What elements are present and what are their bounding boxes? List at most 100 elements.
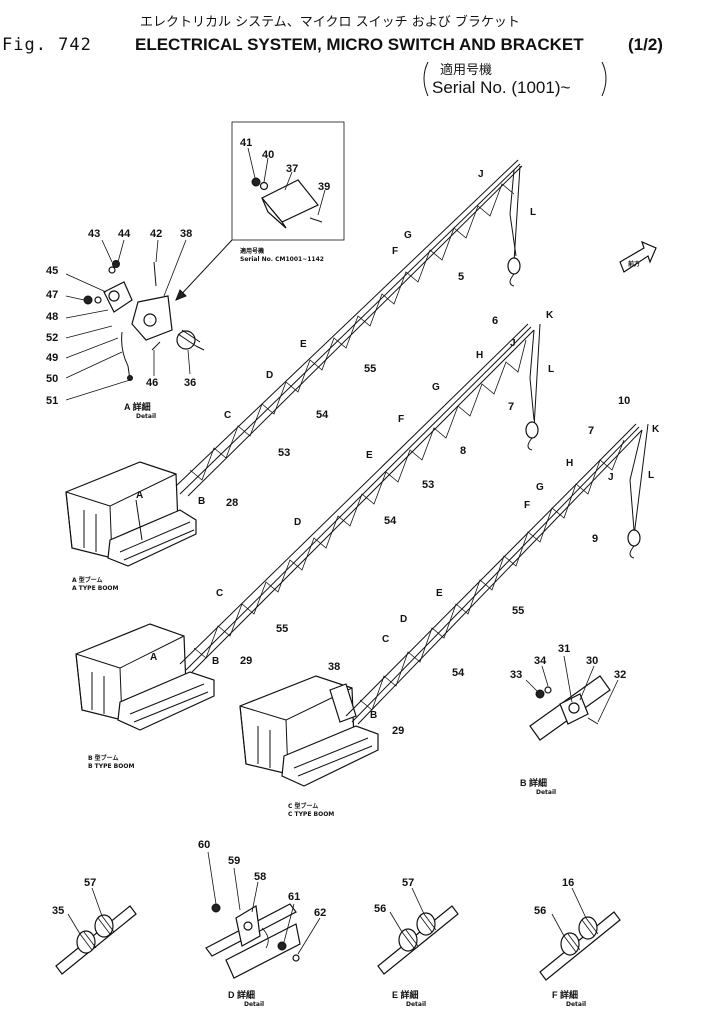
boom-b-letter-L: L	[548, 364, 554, 375]
front-direction-arrow: 前方	[619, 240, 657, 273]
boom-a-letter-G: G	[404, 230, 412, 241]
boom-c-letter-C: C	[382, 634, 389, 645]
boom-b-letter-B: B	[212, 656, 219, 667]
part-48: 48	[46, 311, 58, 323]
detail-e-label-en: Detail	[406, 1001, 426, 1008]
boom-c-letter-G: G	[536, 482, 544, 493]
inset-part-40: 40	[262, 149, 274, 161]
boom-a-part-53: 53	[278, 447, 290, 459]
boom-c-letter-K: K	[652, 424, 660, 435]
boom-b-part-29: 29	[240, 655, 252, 667]
crane-b	[75, 623, 215, 731]
inset-pointer-arrow	[175, 289, 187, 301]
boom-c-part-9: 9	[592, 533, 598, 545]
title-fraction: (1/2)	[628, 35, 663, 54]
boom-b-letter-E: E	[366, 450, 373, 461]
boom-b-caption-en: B TYPE BOOM	[88, 763, 134, 770]
detail-b-part-34: 34	[534, 655, 547, 667]
boom-c-letter-B: B	[370, 710, 377, 721]
figure-number: Fig. 742	[2, 35, 92, 55]
part-44: 44	[118, 228, 131, 240]
boom-a	[175, 159, 523, 497]
boom-c-letter-H: H	[566, 458, 573, 469]
boom-a-caption-jp: A 型ブーム	[72, 576, 103, 584]
detail-b-label: B 詳細	[520, 777, 547, 788]
boom-c-letter-D: D	[400, 614, 407, 625]
boom-c-caption-en: C TYPE BOOM	[288, 811, 334, 818]
boom-a-letter-J: J	[478, 169, 484, 180]
detail-d-part-62: 62	[314, 907, 326, 919]
boom-c-caption-jp: C 型ブーム	[288, 802, 318, 810]
part-46: 46	[146, 377, 158, 389]
boom-b-part-8: 8	[460, 445, 466, 457]
boom-a-letter-L: L	[530, 207, 536, 218]
boom-a-letter-B: B	[198, 496, 205, 507]
boom-b-part-7: 7	[508, 401, 514, 413]
boom-b-letter-J: J	[510, 338, 516, 349]
detail-left-part-35: 35	[52, 905, 64, 917]
boom-c-part-38: 38	[328, 661, 340, 673]
boom-c-part-29: 29	[392, 725, 404, 737]
part-52: 52	[46, 332, 58, 344]
boom-b	[179, 323, 541, 673]
boom-a-letter-C: C	[224, 410, 231, 421]
part-45: 45	[46, 265, 58, 277]
boom-a-part-55: 55	[364, 363, 376, 375]
detail-f-part-16: 16	[562, 877, 574, 889]
boom-b-caption-jp: B 型ブーム	[88, 754, 118, 762]
detail-f-label: F 詳細	[552, 989, 578, 1000]
inset-serial-box: 41 40 37 39 適用号機 Serial No. CM1001~1142	[231, 121, 345, 263]
boom-a-caption-en: A TYPE BOOM	[72, 585, 119, 592]
detail-d-part-60: 60	[198, 839, 210, 851]
detail-e-part-57: 57	[402, 877, 414, 889]
detail-b-part-33: 33	[510, 669, 522, 681]
boom-c-part-54: 54	[452, 667, 465, 679]
boom-a-letter-E: E	[300, 339, 307, 350]
boom-c-letter-L: L	[648, 470, 654, 481]
detail-d-part-61: 61	[288, 891, 300, 903]
part-43: 43	[88, 228, 100, 240]
boom-b-letter-A: A	[150, 652, 157, 663]
serial-right-paren	[601, 61, 607, 97]
serial-left-paren	[423, 61, 429, 97]
part-51: 51	[46, 395, 58, 407]
boom-a-part-5: 5	[458, 271, 464, 283]
boom-c-letter-E: E	[436, 588, 443, 599]
boom-b-letter-G: G	[432, 382, 440, 393]
boom-a-part-28: 28	[226, 497, 238, 509]
boom-a-letter-A: A	[136, 490, 143, 501]
detail-b-part-30: 30	[586, 655, 598, 667]
title-jp: エレクトリカル システム、マイクロ スイッチ および ブラケット	[140, 14, 520, 30]
part-38: 38	[180, 228, 192, 240]
boom-b-letter-H: H	[476, 350, 483, 361]
detail-left-part-57: 57	[84, 877, 96, 889]
inset-serial: Serial No. CM1001~1142	[240, 256, 324, 263]
detail-b-part-31: 31	[558, 643, 570, 655]
boom-a-letter-D: D	[266, 370, 273, 381]
boom-b-letter-D: D	[294, 517, 301, 528]
detail-left-assembly	[55, 887, 137, 975]
part-50: 50	[46, 373, 58, 385]
serial-number: Serial No. (1001)~	[432, 78, 571, 97]
detail-f-label-en: Detail	[566, 1001, 586, 1008]
crane-a	[65, 461, 197, 567]
detail-e-label: E 詳細	[392, 989, 419, 1000]
detail-d-assembly	[205, 851, 321, 979]
boom-b-part-55: 55	[276, 623, 288, 635]
boom-c	[345, 423, 649, 725]
inset-pointer-line	[175, 239, 233, 301]
detail-e-assembly	[377, 887, 459, 975]
detail-a-assembly	[65, 239, 205, 401]
detail-e-part-56: 56	[374, 903, 386, 915]
boom-a-letter-F: F	[392, 246, 398, 257]
part-42: 42	[150, 228, 162, 240]
detail-b-assembly	[525, 655, 619, 741]
inset-part-39: 39	[318, 181, 330, 193]
boom-b-part-54: 54	[384, 515, 397, 527]
inset-part-37: 37	[286, 163, 298, 175]
boom-c-letter-F: F	[524, 500, 530, 511]
boom-c-part-7: 7	[588, 425, 594, 437]
detail-d-part-58: 58	[254, 871, 266, 883]
detail-d-label-en: Detail	[244, 1001, 264, 1008]
